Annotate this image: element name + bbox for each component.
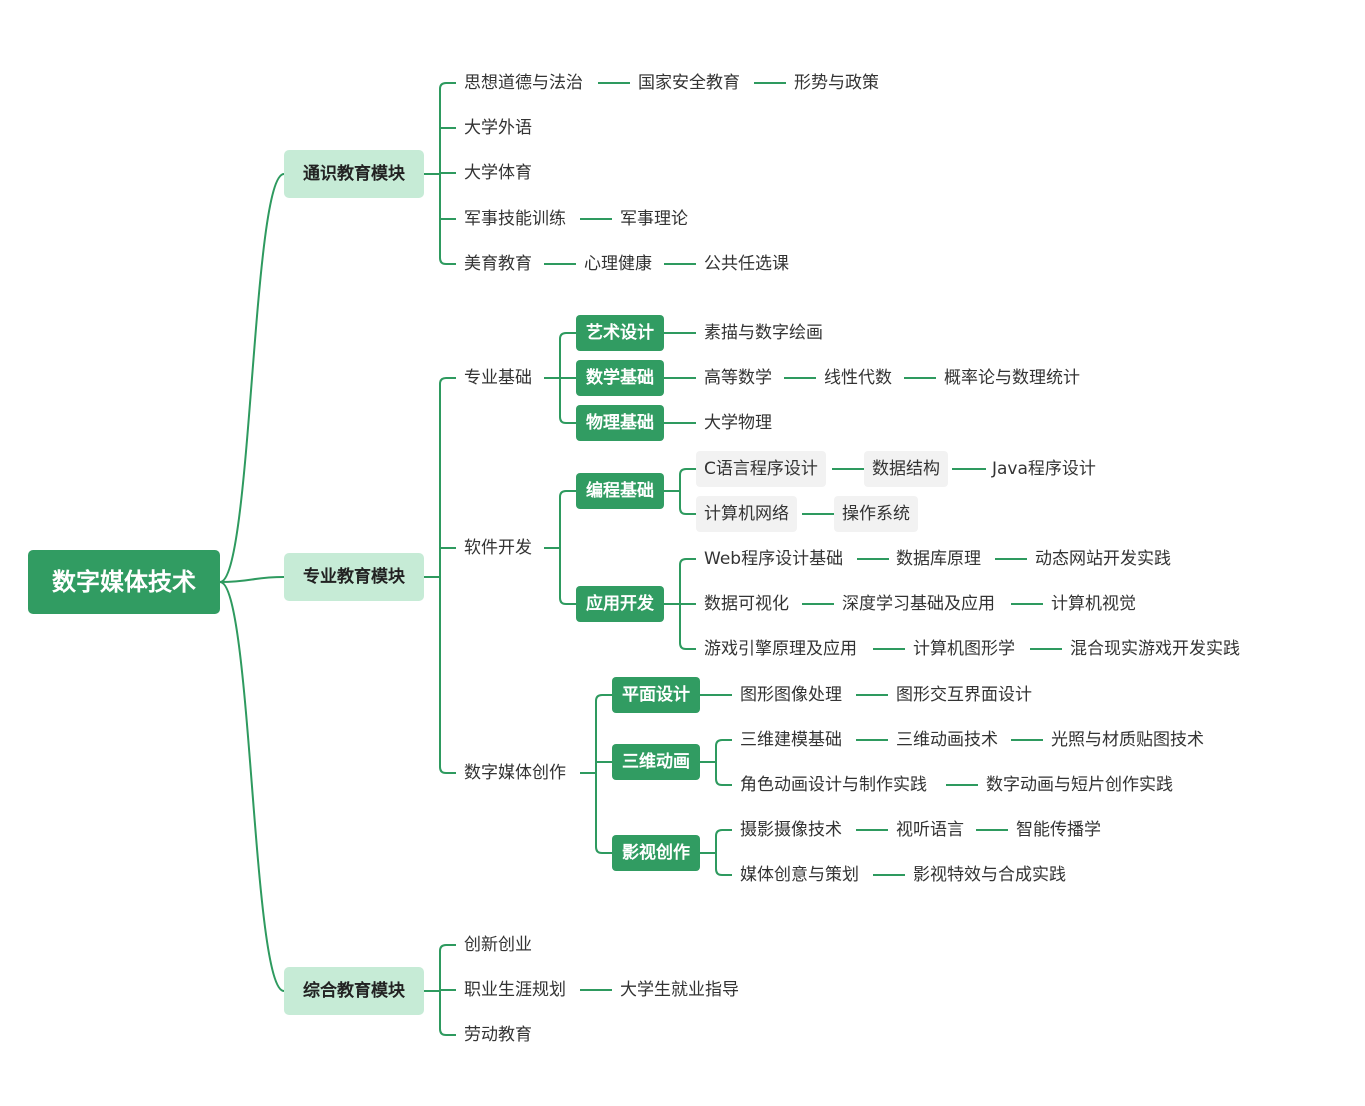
connector xyxy=(715,829,732,837)
course-node[interactable]: 思想道德与法治 xyxy=(464,73,583,93)
module-comprehensive-education[interactable]: 综合教育模块 xyxy=(284,967,424,1015)
module-general-education[interactable]: 通识教育模块 xyxy=(284,150,424,198)
course-node[interactable]: 军事技能训练 xyxy=(464,209,566,229)
connector xyxy=(439,1028,456,1036)
sub-node[interactable]: 艺术设计 xyxy=(576,315,664,351)
course-node[interactable]: 摄影摄像技术 xyxy=(740,820,842,840)
connector xyxy=(595,694,612,702)
course-node[interactable]: 概率论与数理统计 xyxy=(944,368,1080,388)
course-node[interactable]: 心理健康 xyxy=(584,254,652,274)
connector xyxy=(715,739,732,747)
course-node[interactable]: 创新创业 xyxy=(464,935,532,955)
course-node-highlighted[interactable]: 操作系统 xyxy=(834,496,918,532)
course-node[interactable]: 游戏引擎原理及应用 xyxy=(704,639,857,659)
course-node[interactable]: 大学物理 xyxy=(704,413,772,433)
course-node[interactable]: 视听语言 xyxy=(896,820,964,840)
connector xyxy=(595,846,612,854)
sub-node[interactable]: 应用开发 xyxy=(576,586,664,622)
course-node[interactable]: 高等数学 xyxy=(704,368,772,388)
course-node[interactable]: 国家安全教育 xyxy=(638,73,740,93)
course-node[interactable]: 劳动教育 xyxy=(464,1025,532,1045)
course-node[interactable]: Java程序设计 xyxy=(992,459,1096,479)
course-node[interactable]: 美育教育 xyxy=(464,254,532,274)
course-node[interactable]: 动态网站开发实践 xyxy=(1035,549,1171,569)
connector xyxy=(559,490,576,498)
course-node[interactable]: 大学体育 xyxy=(464,163,532,183)
course-node[interactable]: 三维动画技术 xyxy=(896,730,998,750)
course-node[interactable]: 影视特效与合成实践 xyxy=(913,865,1066,885)
course-node[interactable]: 图形交互界面设计 xyxy=(896,685,1032,705)
sub-node[interactable]: 三维动画 xyxy=(612,744,700,780)
course-node[interactable]: 计算机图形学 xyxy=(913,639,1015,659)
course-node[interactable]: 公共任选课 xyxy=(704,254,789,274)
connector xyxy=(559,416,576,424)
course-node-highlighted[interactable]: 计算机网络 xyxy=(696,496,797,532)
course-node[interactable]: 角色动画设计与制作实践 xyxy=(740,775,927,795)
connector xyxy=(439,766,456,774)
module-professional-education[interactable]: 专业教育模块 xyxy=(284,553,424,601)
group-node[interactable]: 专业基础 xyxy=(464,368,532,388)
course-node[interactable]: 混合现实游戏开发实践 xyxy=(1070,639,1240,659)
course-node[interactable]: 军事理论 xyxy=(620,209,688,229)
course-node[interactable]: 职业生涯规划 xyxy=(464,980,566,1000)
course-node[interactable]: 数据可视化 xyxy=(704,594,789,614)
sub-node[interactable]: 数学基础 xyxy=(576,360,664,396)
course-node[interactable]: 计算机视觉 xyxy=(1051,594,1136,614)
sub-node[interactable]: 影视创作 xyxy=(612,835,700,871)
connector xyxy=(679,468,696,476)
course-node[interactable]: 光照与材质贴图技术 xyxy=(1051,730,1204,750)
course-node[interactable]: 图形图像处理 xyxy=(740,685,842,705)
connector xyxy=(715,868,732,876)
group-node[interactable]: 数字媒体创作 xyxy=(464,763,566,783)
course-node[interactable]: 数据库原理 xyxy=(896,549,981,569)
course-node-highlighted[interactable]: 数据结构 xyxy=(864,451,948,487)
connector xyxy=(559,332,576,340)
course-node[interactable]: 形势与政策 xyxy=(794,73,879,93)
group-node[interactable]: 软件开发 xyxy=(464,538,532,558)
course-node[interactable]: 三维建模基础 xyxy=(740,730,842,750)
course-node[interactable]: 大学生就业指导 xyxy=(620,980,739,1000)
root-node[interactable]: 数字媒体技术 xyxy=(28,550,220,614)
connector xyxy=(219,576,285,583)
sub-node[interactable]: 平面设计 xyxy=(612,677,700,713)
connector xyxy=(715,778,732,786)
course-node-highlighted[interactable]: C语言程序设计 xyxy=(696,451,826,487)
course-node[interactable]: 深度学习基础及应用 xyxy=(842,594,995,614)
connector xyxy=(439,944,456,952)
course-node[interactable]: 线性代数 xyxy=(824,368,892,388)
connector xyxy=(439,377,456,385)
course-node[interactable]: 素描与数字绘画 xyxy=(704,323,823,343)
connector xyxy=(679,558,696,566)
connector xyxy=(439,82,456,90)
sub-node[interactable]: 编程基础 xyxy=(576,473,664,509)
course-node[interactable]: 大学外语 xyxy=(464,118,532,138)
connector xyxy=(219,173,285,583)
course-node[interactable]: Web程序设计基础 xyxy=(704,549,844,569)
connector xyxy=(559,597,576,605)
connector xyxy=(439,257,456,265)
course-node[interactable]: 媒体创意与策划 xyxy=(740,865,859,885)
course-node[interactable]: 数字动画与短片创作实践 xyxy=(986,775,1173,795)
sub-node[interactable]: 物理基础 xyxy=(576,405,664,441)
connector xyxy=(679,507,696,515)
connector xyxy=(219,581,285,992)
course-node[interactable]: 智能传播学 xyxy=(1016,820,1101,840)
connector xyxy=(679,642,696,650)
